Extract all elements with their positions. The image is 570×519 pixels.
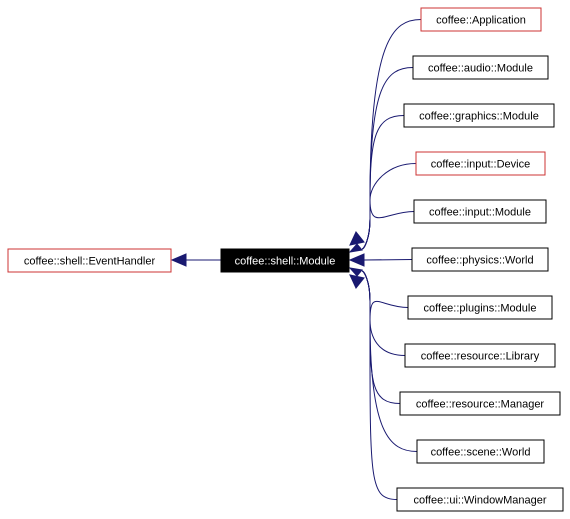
node-derived[interactable]: coffee::physics::World xyxy=(411,247,549,272)
node-derived-label: coffee::physics::World xyxy=(426,255,533,267)
node-derived-label: coffee::input::Device xyxy=(431,159,530,171)
node-derived-box xyxy=(396,487,564,512)
edge-derived xyxy=(361,270,401,404)
arrowhead-derived xyxy=(349,231,365,246)
node-derived-label: coffee::ui::WindowManager xyxy=(413,495,546,507)
node-derived[interactable]: coffee::resource::Library xyxy=(404,343,556,368)
node-derived[interactable]: coffee::input::Module xyxy=(413,199,547,224)
edge-derived xyxy=(361,270,398,500)
arrowhead-base xyxy=(170,253,187,267)
node-derived[interactable]: coffee::audio::Module xyxy=(412,55,549,80)
edge-derived xyxy=(363,259,413,261)
node-derived-label: coffee::resource::Library xyxy=(421,351,540,363)
node-center[interactable]: coffee::shell::Module xyxy=(220,248,350,273)
node-derived[interactable]: coffee::graphics::Module xyxy=(403,103,555,128)
node-derived[interactable]: coffee::input::Device xyxy=(415,151,546,176)
node-derived-label: coffee::plugins::Module xyxy=(424,303,537,315)
node-derived[interactable]: coffee::ui::WindowManager xyxy=(396,487,564,512)
node-derived-box xyxy=(415,151,546,176)
node-derived-box xyxy=(399,391,561,416)
node-derived-box xyxy=(420,7,542,32)
arrowhead-derived xyxy=(349,274,365,289)
node-derived-label: coffee::Application xyxy=(436,15,526,27)
node-base-label: coffee::shell::EventHandler xyxy=(24,256,156,268)
node-derived[interactable]: coffee::plugins::Module xyxy=(407,295,553,320)
edge-derived xyxy=(361,19,422,250)
edge-derived xyxy=(361,115,405,250)
arrowhead-derived xyxy=(348,267,363,277)
node-center-box xyxy=(220,248,350,273)
node-base-box xyxy=(7,248,172,273)
edge-derived xyxy=(361,199,415,250)
node-base[interactable]: coffee::shell::EventHandler xyxy=(7,248,172,273)
arrowhead-derived xyxy=(348,253,365,267)
node-derived-label: coffee::scene::World xyxy=(431,447,531,459)
node-derived[interactable]: coffee::Application xyxy=(420,7,542,32)
node-derived-box xyxy=(403,103,555,128)
node-derived-box xyxy=(407,295,553,320)
node-derived-box xyxy=(411,247,549,272)
node-derived-box xyxy=(413,199,547,224)
node-center-label: coffee::shell::Module xyxy=(235,256,336,268)
nodes-layer: coffee::shell::EventHandler coffee::shel… xyxy=(7,7,564,512)
edges-layer xyxy=(170,19,422,500)
node-derived[interactable]: coffee::scene::World xyxy=(416,439,545,464)
node-derived-label: coffee::input::Module xyxy=(429,207,531,219)
node-derived-box xyxy=(404,343,556,368)
node-derived[interactable]: coffee::resource::Manager xyxy=(399,391,561,416)
edge-derived xyxy=(361,270,409,321)
node-derived-label: coffee::audio::Module xyxy=(428,63,533,75)
node-derived-box xyxy=(416,439,545,464)
node-derived-box xyxy=(412,55,549,80)
node-derived-label: coffee::resource::Manager xyxy=(416,399,545,411)
node-derived-label: coffee::graphics::Module xyxy=(419,111,539,123)
arrowhead-derived xyxy=(348,243,363,253)
